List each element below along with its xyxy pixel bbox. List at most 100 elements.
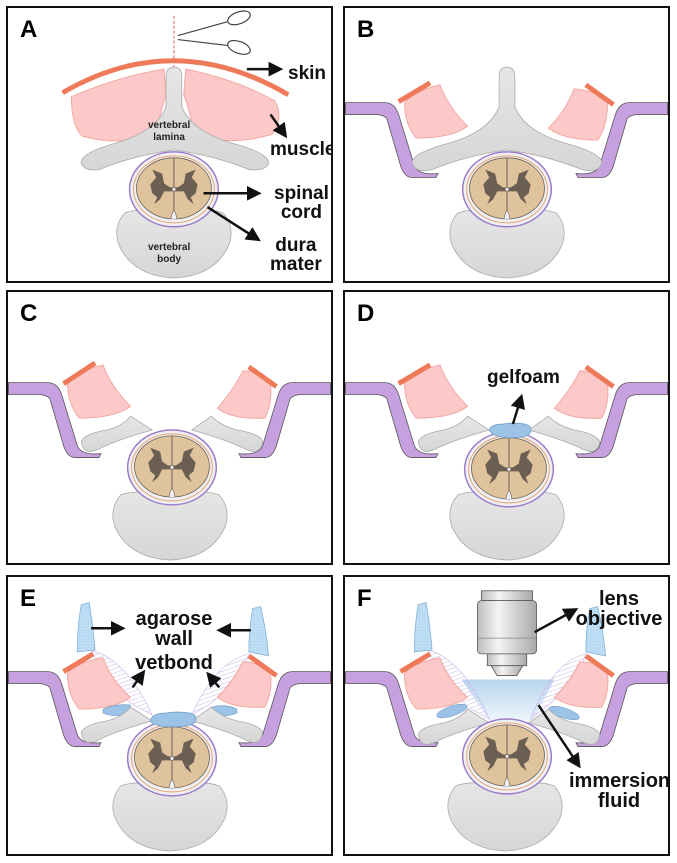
muscle-label: muscle bbox=[270, 139, 333, 160]
vetbond-arrow-right bbox=[206, 671, 222, 689]
retractor-left bbox=[345, 671, 439, 747]
gelfoam-side-left bbox=[436, 704, 468, 719]
muscle-right bbox=[553, 661, 609, 708]
panel-e-illustration bbox=[8, 602, 331, 852]
immersion-label-line1: immersion bbox=[569, 770, 670, 792]
retractor-left bbox=[345, 382, 439, 458]
retractor-left bbox=[8, 382, 102, 458]
lens-objective-label: lens objective bbox=[571, 589, 667, 629]
vertebral-body-label: vertebral body bbox=[148, 242, 190, 265]
skin-right bbox=[247, 653, 278, 678]
lamina-label-line1: vertebral bbox=[148, 120, 191, 131]
panel-label-e: E bbox=[20, 585, 37, 612]
vetbond-arrow-left bbox=[130, 669, 146, 689]
panel-a: A skin muscle spinal cord dura mater ver… bbox=[6, 6, 333, 283]
panel-label-c: C bbox=[20, 300, 38, 327]
agarose-wall-label: agarose wall bbox=[132, 609, 216, 649]
muscle-arrow bbox=[269, 113, 288, 139]
skin-left bbox=[399, 651, 432, 674]
retractor-right bbox=[575, 102, 668, 178]
agarose-wall-right bbox=[248, 606, 270, 657]
vertebral-lamina bbox=[411, 66, 603, 172]
body-label-line2: body bbox=[157, 253, 182, 265]
panel-label-b: B bbox=[357, 16, 375, 43]
retractor-right bbox=[575, 382, 668, 458]
dura-label-line1: dura bbox=[275, 235, 317, 256]
skin-label: skin bbox=[288, 63, 327, 84]
panel-c-illustration bbox=[8, 360, 331, 561]
skin-layer bbox=[61, 58, 290, 97]
dura-label-line2: mater bbox=[270, 254, 322, 275]
skin-left bbox=[62, 360, 97, 386]
panel-c: C bbox=[6, 290, 333, 565]
muscle-left bbox=[403, 657, 469, 710]
skin-left bbox=[397, 362, 432, 386]
retractor-left bbox=[8, 671, 102, 747]
spinal-cord bbox=[461, 718, 553, 795]
panel-f: F lens objective immersion fluid bbox=[343, 575, 670, 856]
skin-right bbox=[584, 82, 615, 107]
body-label-line1: vertebral bbox=[148, 242, 191, 253]
immersion-fluid-label: immersion fluid bbox=[569, 770, 670, 812]
gelfoam-pad bbox=[488, 422, 532, 439]
retractor-right bbox=[238, 382, 331, 458]
lamina-remnant-right bbox=[190, 706, 264, 743]
lamina-label-line2: lamina bbox=[153, 131, 185, 143]
panel-e: E agarose wall vetbond bbox=[6, 575, 333, 856]
spinal-cord bbox=[463, 431, 555, 508]
lens-objective-icon bbox=[477, 590, 537, 676]
agarose-wall-left bbox=[76, 602, 96, 653]
muscle-left bbox=[404, 84, 469, 139]
immersion-label-line2: fluid bbox=[597, 790, 641, 812]
dura-mater-label: dura mater bbox=[270, 236, 322, 274]
muscle-right bbox=[216, 661, 272, 708]
retractor-right bbox=[575, 671, 668, 747]
panel-b-illustration bbox=[345, 66, 668, 279]
vertebral-lamina bbox=[80, 66, 269, 171]
gelfoam-label: gelfoam bbox=[487, 367, 560, 388]
lamina-remnant-left bbox=[80, 415, 154, 452]
lamina-remnant-right bbox=[527, 415, 601, 452]
skin-left bbox=[62, 651, 95, 674]
panel-d-illustration bbox=[345, 362, 668, 561]
retractor-left bbox=[345, 102, 439, 178]
skin-left bbox=[397, 80, 432, 104]
vertebral-lamina-label: vertebral lamina bbox=[148, 120, 190, 143]
agarose-label-line1: agarose bbox=[135, 608, 213, 630]
spinal-cord-label-line1: spinal bbox=[274, 183, 329, 204]
panel-b: B bbox=[343, 6, 670, 283]
lamina-remnant-left bbox=[80, 706, 154, 743]
gelfoam-arrow bbox=[510, 393, 525, 425]
gelfoam-pad bbox=[149, 711, 197, 728]
muscle-left bbox=[66, 657, 132, 710]
muscle-right bbox=[547, 88, 609, 141]
skin-right bbox=[584, 653, 615, 678]
skin-right bbox=[584, 364, 615, 389]
vetbond-label: vetbond bbox=[135, 652, 213, 674]
retractor-right bbox=[238, 671, 331, 747]
panel-label-a: A bbox=[20, 16, 38, 43]
spinal-cord bbox=[128, 151, 220, 228]
spinal-cord-label: spinal cord bbox=[274, 184, 329, 222]
lamina-remnant-left bbox=[417, 708, 491, 745]
spinal-cord bbox=[126, 720, 218, 797]
scissors-icon bbox=[177, 10, 251, 55]
spinal-cord bbox=[461, 151, 553, 228]
dura-arrow bbox=[206, 206, 261, 242]
skin-right bbox=[247, 364, 278, 389]
immersion-arrow bbox=[537, 704, 581, 769]
agarose-wall-left bbox=[413, 602, 433, 653]
panel-label-d: D bbox=[357, 300, 375, 327]
lens-arrow bbox=[534, 608, 579, 634]
agarose-wall-right bbox=[585, 606, 607, 657]
panel-a-illustration bbox=[61, 10, 290, 279]
spinal-cord-label-line2: cord bbox=[280, 202, 323, 223]
gelfoam-side-right bbox=[548, 705, 580, 721]
panel-d: D gelfoam bbox=[343, 290, 670, 565]
spinal-cord bbox=[126, 429, 218, 506]
panel-label-f: F bbox=[357, 585, 372, 612]
lamina-remnant-left bbox=[417, 415, 491, 452]
panel-f-illustration bbox=[345, 590, 668, 852]
agarose-label-line2: wall bbox=[155, 628, 193, 650]
lens-label-line1: lens bbox=[598, 588, 640, 610]
